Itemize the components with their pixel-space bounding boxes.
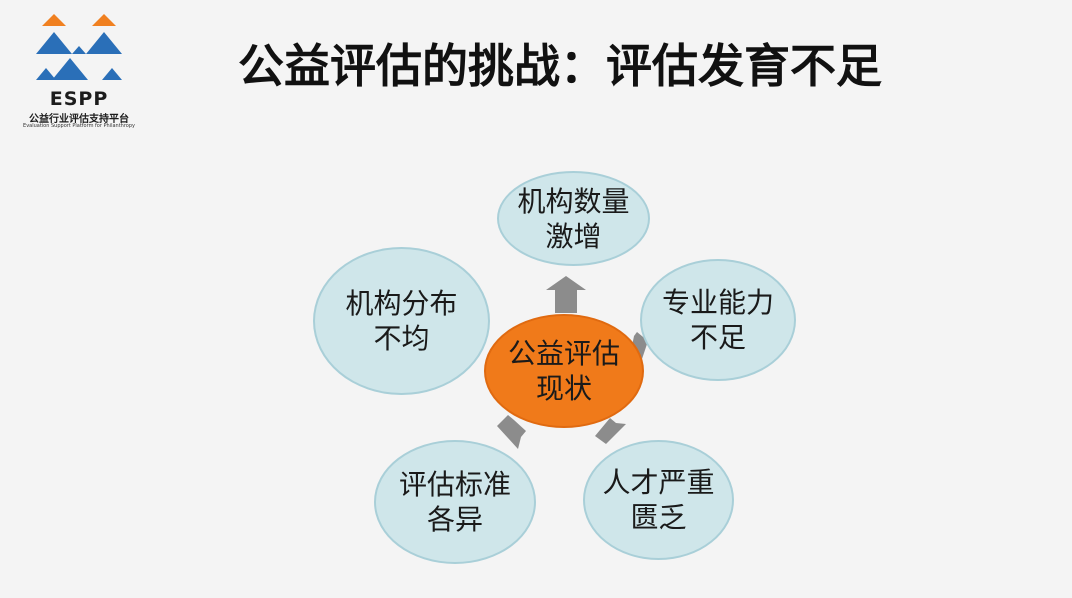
logo-cn-text: 公益行业评估支持平台 [29, 114, 129, 125]
arrow-lower-left [497, 415, 526, 449]
center-label: 公益评估现状 [507, 337, 620, 405]
node-label: 机构分布不均 [345, 287, 458, 355]
center-node: 公益评估现状 [484, 314, 644, 428]
node-label: 专业能力不足 [661, 286, 774, 354]
logo-en-text: Evaluation Support Platform for Philanth… [23, 123, 135, 129]
logo-mark-icon [36, 14, 122, 80]
espp-logo: ESPP 公益行业评估支持平台 Evaluation Support Platf… [14, 12, 144, 130]
logo-name: ESPP [49, 88, 109, 110]
node-label: 人才严重匮乏 [602, 466, 715, 534]
node-standards-vary: 评估标准各异 [374, 440, 536, 564]
node-label: 评估标准各异 [398, 468, 511, 536]
node-label: 机构数量激增 [517, 184, 630, 253]
node-uneven-distribution: 机构分布不均 [313, 247, 490, 395]
node-org-surge: 机构数量激增 [497, 171, 650, 266]
page-title: 公益评估的挑战：评估发育不足 [238, 39, 882, 93]
arrow-lower-right [595, 418, 626, 444]
arrow-up [546, 276, 586, 313]
node-capacity-shortage: 专业能力不足 [640, 259, 796, 381]
node-talent-shortage: 人才严重匮乏 [583, 440, 734, 560]
